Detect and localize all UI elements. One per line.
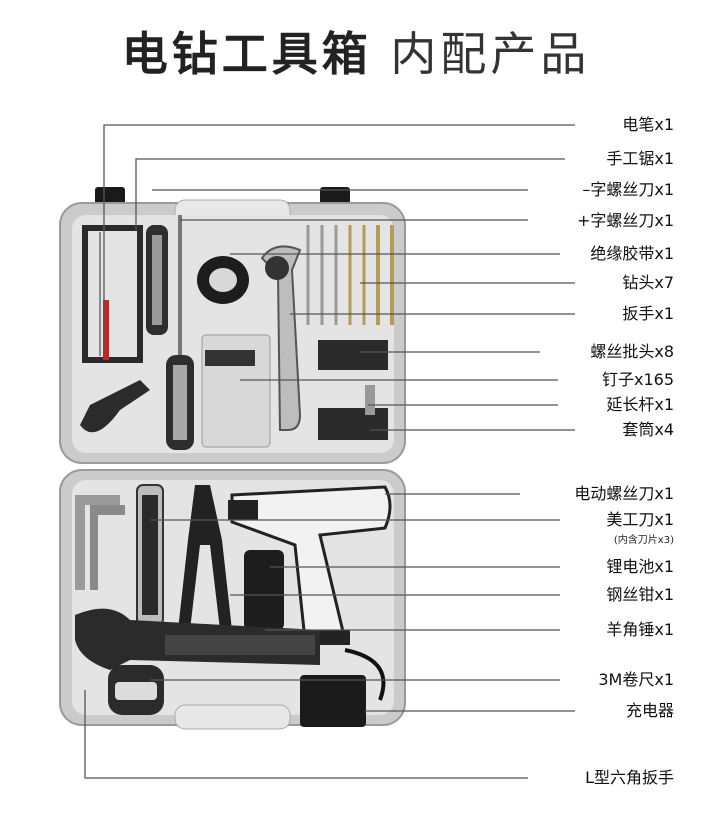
drill-bits bbox=[306, 225, 394, 325]
screw-bits bbox=[318, 340, 388, 440]
hex-keys bbox=[75, 495, 125, 590]
label-sockets: 套筒x4 bbox=[622, 420, 674, 439]
saw bbox=[80, 225, 150, 433]
label-flat-screwdriver: –字螺丝刀x1 bbox=[582, 180, 674, 199]
label-wrench: 扳手x1 bbox=[622, 304, 674, 323]
nails-box bbox=[201, 334, 271, 448]
label-tape-measure: 3M卷尺x1 bbox=[598, 670, 674, 689]
label-drill-bits: 钻头x7 bbox=[622, 273, 674, 292]
screwdrivers bbox=[146, 215, 194, 450]
label-hex-key: L型六角扳手 bbox=[585, 768, 674, 787]
hammer bbox=[75, 608, 320, 670]
label-nails: 钉子x165 bbox=[601, 370, 674, 389]
wrench bbox=[260, 245, 302, 431]
charger bbox=[300, 648, 386, 727]
leader-lines bbox=[84, 124, 575, 779]
label-pliers: 钢丝钳x1 bbox=[606, 585, 674, 604]
label-charger: 充电器 bbox=[625, 701, 674, 720]
label-cross-screwdriver: +字螺丝刀x1 bbox=[576, 211, 674, 230]
label-hammer: 羊角锤x1 bbox=[606, 620, 674, 639]
title-bold: 电钻工具箱 bbox=[121, 27, 372, 81]
battery bbox=[244, 550, 284, 630]
tape-measure bbox=[108, 665, 164, 715]
label-pen: 电笔x1 bbox=[622, 115, 674, 134]
insulation-tape bbox=[197, 256, 249, 304]
title-light: 内配产品 bbox=[390, 27, 591, 81]
page-title: 电钻工具箱 内配产品 bbox=[0, 18, 712, 84]
label-screw-bits: 螺丝批头x8 bbox=[590, 342, 674, 361]
label-saw: 手工锯x1 bbox=[606, 149, 674, 168]
label-tape: 绝缘胶带x1 bbox=[590, 244, 674, 263]
label-electric-screwdriver: 电动螺丝刀x1 bbox=[574, 484, 674, 503]
label-utility-knife: 美工刀x1 bbox=[606, 510, 674, 529]
label-blades-note: (内含刀片x3) bbox=[613, 535, 674, 546]
label-battery: 锂电池x1 bbox=[606, 557, 674, 576]
pliers bbox=[178, 485, 232, 630]
utility-knife bbox=[136, 484, 164, 626]
label-extension-rod: 延长杆x1 bbox=[606, 395, 674, 414]
